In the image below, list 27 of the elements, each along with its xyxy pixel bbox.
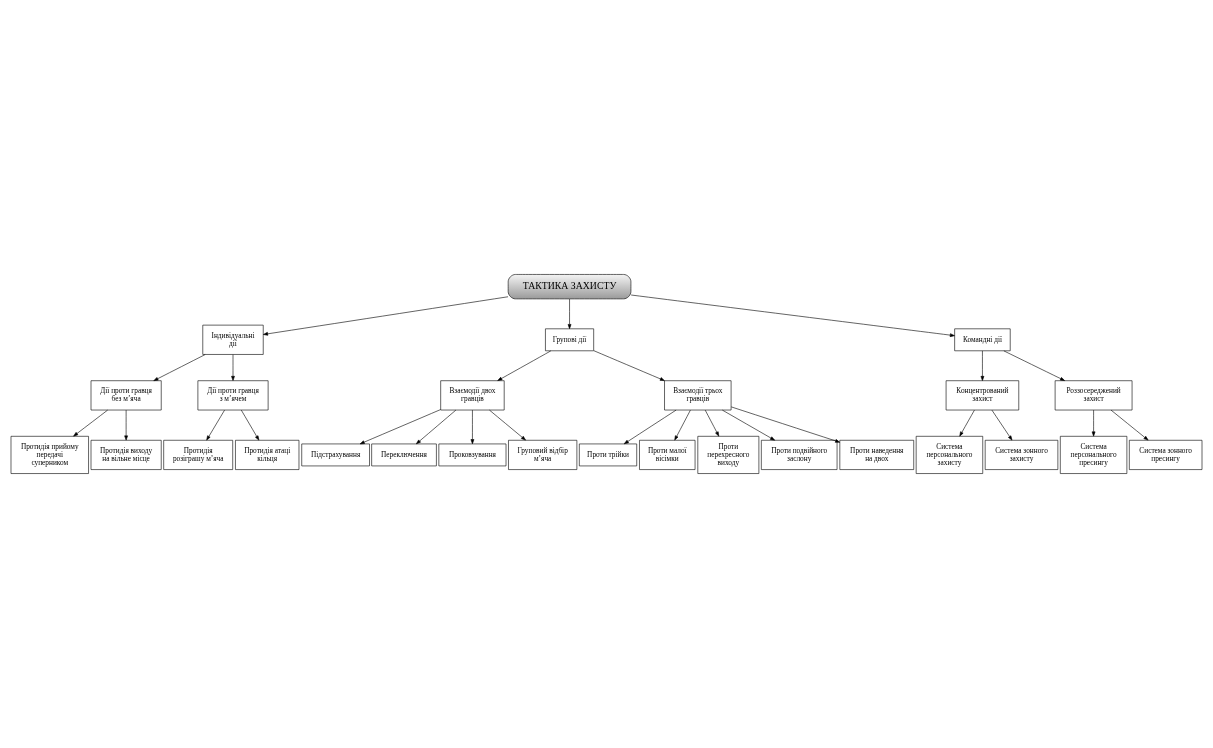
arrow <box>980 350 985 381</box>
arrow <box>1110 409 1149 441</box>
arrow <box>1091 409 1096 437</box>
arrow <box>489 409 526 441</box>
arrow <box>497 350 552 381</box>
arrow <box>1003 350 1065 381</box>
arrow <box>722 409 775 441</box>
arrow <box>416 409 457 445</box>
arrow <box>470 409 475 445</box>
arrow <box>704 409 720 437</box>
arrow <box>959 409 975 437</box>
arrow <box>991 409 1013 441</box>
arrow <box>593 350 665 381</box>
arrow <box>241 409 260 441</box>
arrow <box>730 406 841 443</box>
arrow <box>124 409 128 441</box>
arrow <box>623 409 677 445</box>
arrow <box>231 354 235 381</box>
arrow <box>567 298 572 329</box>
arrow <box>73 409 108 437</box>
arrow <box>153 354 206 381</box>
arrow <box>206 409 225 441</box>
arrow <box>630 294 955 337</box>
arrow <box>359 409 441 445</box>
arrow <box>674 409 691 441</box>
node-box: ТАКТИКА ЗАХИСТУ <box>507 274 632 300</box>
arrow <box>263 296 509 336</box>
